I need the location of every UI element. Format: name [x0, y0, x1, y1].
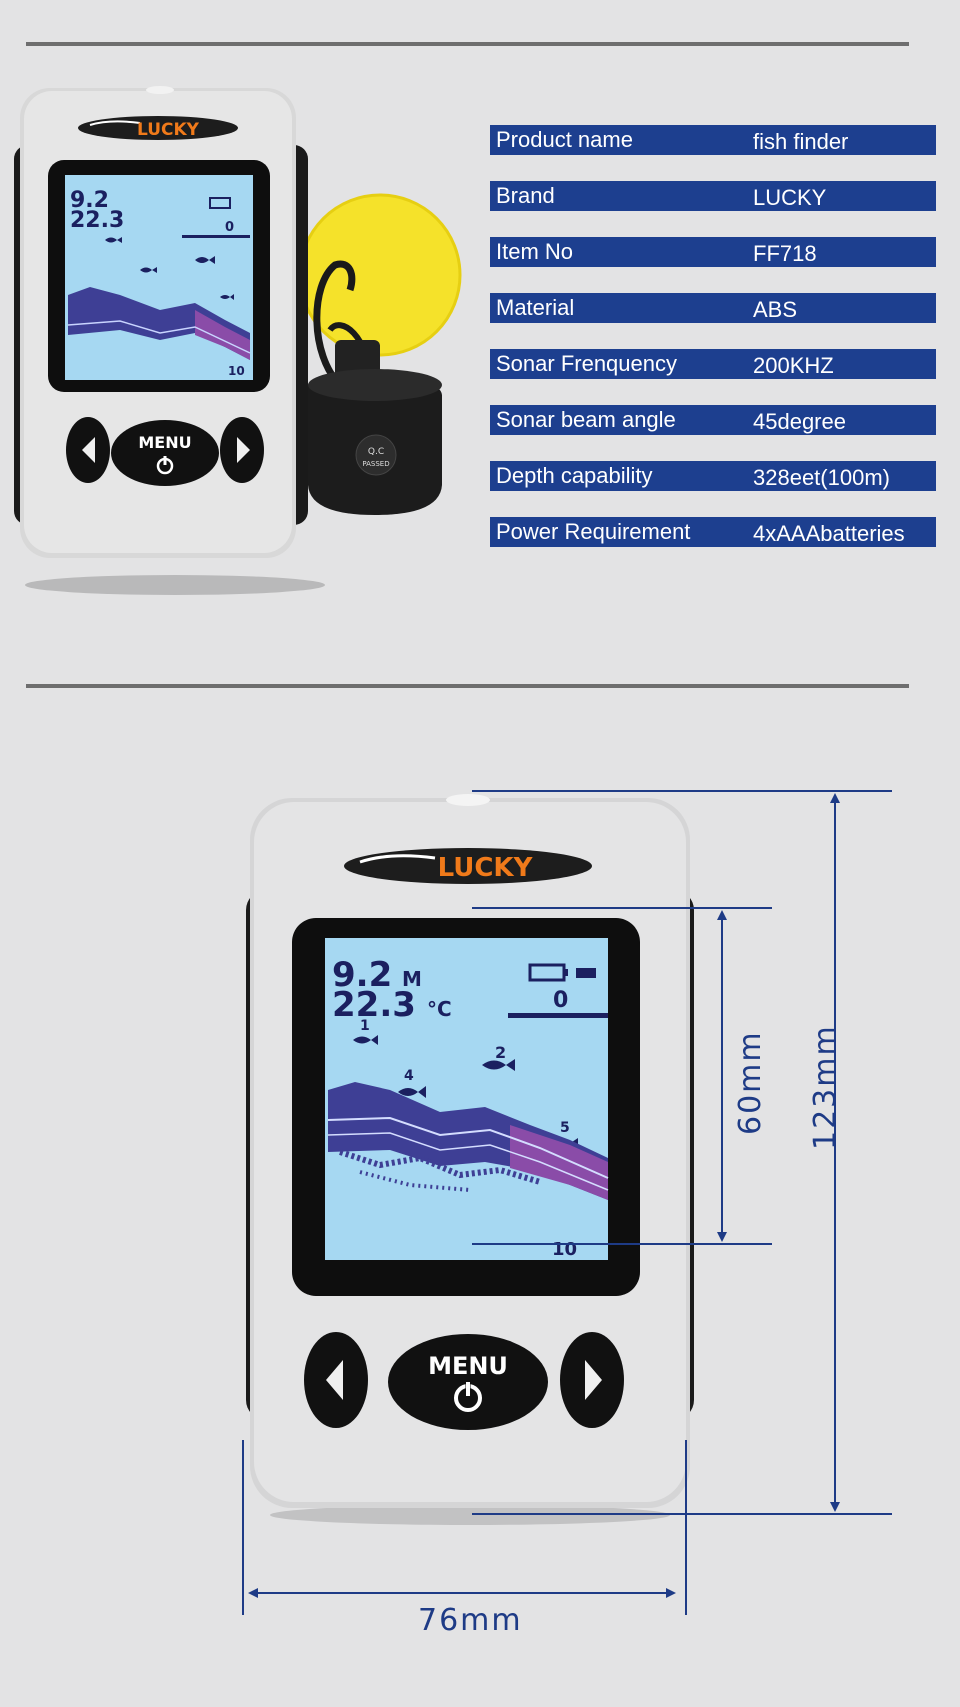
product-photo-with-transducer: Q.C PASSED LUCKY 9.2 22.3 0 10 MENU: [14, 86, 462, 595]
depth-reading-small: 9.2: [70, 188, 109, 213]
temp-reading-small: 22.3: [70, 208, 124, 233]
spec-row-sonar-frequency: Sonar Frenquency 200KHZ: [490, 349, 936, 379]
fish-mark-label: 5: [560, 1120, 570, 1136]
brand-logo: LUCKY: [438, 853, 534, 883]
temp-unit: °C: [427, 997, 452, 1021]
fish-mark-label: 2: [495, 1043, 506, 1062]
fish-icon: [398, 1086, 426, 1098]
top-divider: [26, 42, 909, 46]
depth-reading: 9.2: [332, 955, 392, 995]
spec-value: ABS: [753, 297, 798, 322]
fish-icon: [482, 1059, 515, 1071]
range-top: 0: [553, 988, 568, 1013]
product-photo-front: LUCKY 9.2 M 22.3 °C 0 10 1 4 2 5 MENU: [246, 794, 694, 1525]
spec-label: Depth capability: [496, 463, 653, 488]
dimension-lines: [242, 790, 892, 1615]
dimension-width-label: 76mm: [418, 1603, 523, 1638]
spec-row-item-no: Item No FF718: [490, 237, 936, 267]
spec-row-beam-angle: Sonar beam angle 45degree: [490, 405, 936, 435]
spec-label: Brand: [496, 183, 555, 208]
spec-row-brand: Brand LUCKY: [490, 181, 936, 211]
menu-label-small: MENU: [138, 433, 191, 452]
spec-value: 4xAAAbatteries: [753, 521, 905, 546]
spec-value: fish finder: [753, 129, 849, 154]
spec-value: 328eet(100m): [753, 465, 890, 490]
spec-label: Product name: [496, 127, 633, 152]
spec-label: Item No: [496, 239, 574, 264]
spec-row-material: Material ABS: [490, 293, 936, 323]
spec-label: Material: [496, 295, 575, 320]
range-bottom-small: 10: [228, 364, 245, 378]
middle-divider: [26, 684, 909, 688]
dimension-height-label: 123mm: [808, 1024, 843, 1150]
spec-value: LUCKY: [753, 185, 827, 210]
spec-label: Power Requirement: [496, 519, 691, 544]
spec-value: 45degree: [753, 409, 846, 434]
menu-label: MENU: [428, 1352, 508, 1380]
spec-label: Sonar beam angle: [496, 407, 676, 432]
spec-row-product-name: Product name fish finder: [490, 125, 936, 155]
brand-logo-small: LUCKY: [137, 120, 200, 140]
fish-icon: [353, 1035, 378, 1045]
spec-row-power-requirement: Power Requirement 4xAAAbatteries: [490, 517, 936, 547]
fish-mark-label: 1: [360, 1018, 370, 1034]
spec-value: FF718: [753, 241, 817, 266]
dimension-screen-height-label: 60mm: [733, 1030, 768, 1135]
spec-row-depth-capability: Depth capability 328eet(100m): [490, 461, 936, 491]
fish-mark-label: 4: [404, 1068, 414, 1084]
spec-value: 200KHZ: [753, 353, 834, 378]
qc-sticker-line2: PASSED: [362, 460, 389, 468]
spec-label: Sonar Frenquency: [496, 351, 677, 376]
depth-unit: M: [402, 967, 422, 991]
qc-sticker-line1: Q.C: [368, 447, 384, 457]
temp-reading: 22.3: [332, 985, 416, 1025]
range-top-small: 0: [225, 220, 234, 235]
